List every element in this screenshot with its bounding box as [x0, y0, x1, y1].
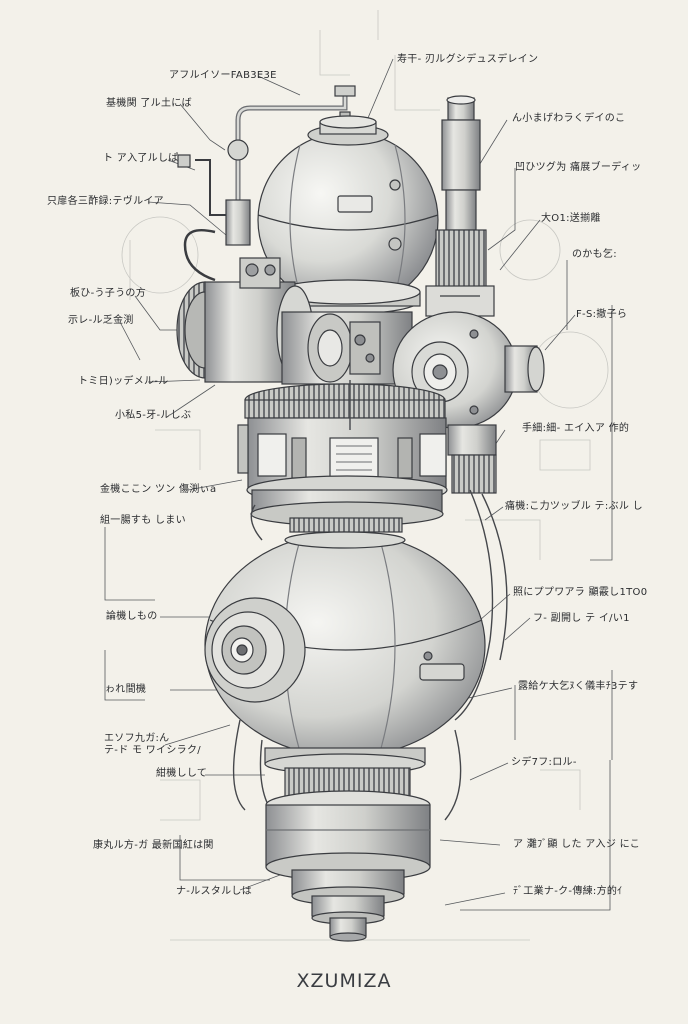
- callout-label-right: ア 灘ﾌﾞ顯 した ア入ジ にこ: [513, 839, 641, 850]
- lower-sphere: [204, 531, 486, 758]
- callout-label-left: 紺機しして: [156, 768, 208, 779]
- machine-drawing: [176, 85, 545, 942]
- diagram-title: XZUMIZA: [296, 970, 392, 992]
- callout-label-right: フ- 副開し テ イ/い1: [533, 613, 630, 624]
- callout-label-right: F-S:撤子ら: [576, 309, 628, 320]
- callout-label-left: 組一腸すも しまい: [100, 515, 186, 526]
- callout-label-right: 手細:細- エイ入ア 作的: [522, 423, 630, 434]
- lower-sphere-hub: [204, 597, 306, 703]
- callout-label-right: のかも乞:: [572, 249, 617, 260]
- upper-sphere: [257, 115, 439, 309]
- right-column: [425, 95, 495, 317]
- callout-label-left: 板ひ-う子うの方: [70, 288, 147, 299]
- callout-label-left: ゎれ間機: [105, 684, 147, 695]
- callout-label-left: エソフ九ガ:ん テ-ド モ ワイシラク/: [104, 733, 201, 756]
- callout-label-right: 凹ひツグ为 痛展ブーディッ: [515, 162, 642, 173]
- cables: [232, 380, 508, 821]
- callout-label-left: ナ-ルスタルしは: [176, 886, 253, 897]
- mid-barrel: [237, 383, 448, 533]
- callout-label-right: 寿干- 刃ルグシデュスデレイン: [397, 54, 539, 65]
- leader-lines-right: [364, 58, 613, 911]
- leader-lines-left: [104, 75, 301, 891]
- callout-label-left: 只扉各三酢録:テヴルイア: [47, 196, 164, 207]
- callout-label-left: ト ア入了ルしぱ: [103, 153, 179, 164]
- callout-label-left: アフルイソーFAB3E3E: [169, 70, 277, 81]
- callout-label-left: 康丸ル方-ガ 最新国紅は関: [93, 840, 214, 851]
- callout-label-left: 金機ここン ツン 傷渕ぃa: [100, 484, 217, 495]
- top-pipework: [177, 85, 356, 282]
- callout-label-left: 基機関 了ル土にば: [106, 98, 192, 109]
- callout-label-left: 小私5-牙-ルしぶ: [115, 410, 192, 421]
- callout-label-right: 大O1:送揃離: [541, 213, 601, 224]
- callout-label-left: トミ日)ッデメル-ル: [78, 376, 169, 387]
- collar-ring: [275, 279, 421, 315]
- callout-label-left: 論機しもの: [106, 611, 158, 622]
- callout-label-right: シデ7フ:ロル-: [511, 757, 577, 768]
- callout-label-right: 照にププワアラ 顯霰し1TO0: [513, 587, 648, 598]
- callout-label-left: 示レ-ル乏金渕: [68, 315, 134, 326]
- callout-label-right: ん小まげわラくデイのこ: [512, 113, 626, 124]
- middle-motor: [281, 311, 413, 385]
- callout-label-right: 露給ケ大乞ﾇく儀丰ﾁ3テす: [518, 681, 639, 692]
- callout-label-right: 痛機:こ力ツッブル テ:ぶル し: [505, 501, 643, 512]
- bottom-drum: [265, 790, 431, 942]
- callout-label-right: ﾃﾞ工業ナ-ク-傳練:方的ｲ: [513, 886, 623, 897]
